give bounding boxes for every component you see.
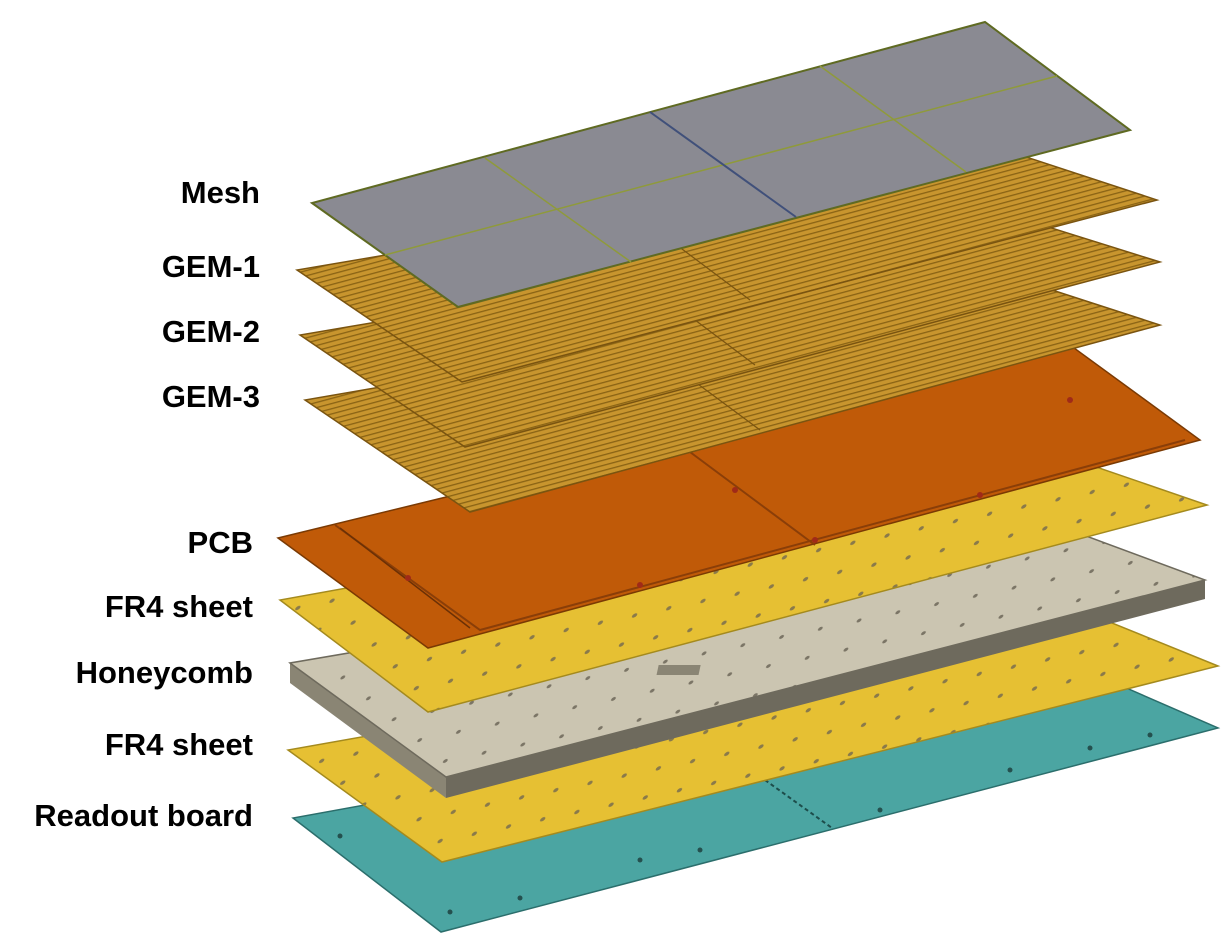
label-fr4-sheet-bottom: FR4 sheet xyxy=(105,727,253,762)
label-mesh: Mesh xyxy=(181,175,260,210)
label-pcb: PCB xyxy=(188,525,253,560)
label-gem-2: GEM-2 xyxy=(162,314,260,349)
label-honeycomb: Honeycomb xyxy=(76,655,253,690)
label-readout-board: Readout board xyxy=(34,798,253,833)
label-fr4-sheet-top: FR4 sheet xyxy=(105,589,253,624)
label-gem-3: GEM-3 xyxy=(162,379,260,414)
label-gem-1: GEM-1 xyxy=(162,249,260,284)
mesh-layer xyxy=(309,20,1133,309)
